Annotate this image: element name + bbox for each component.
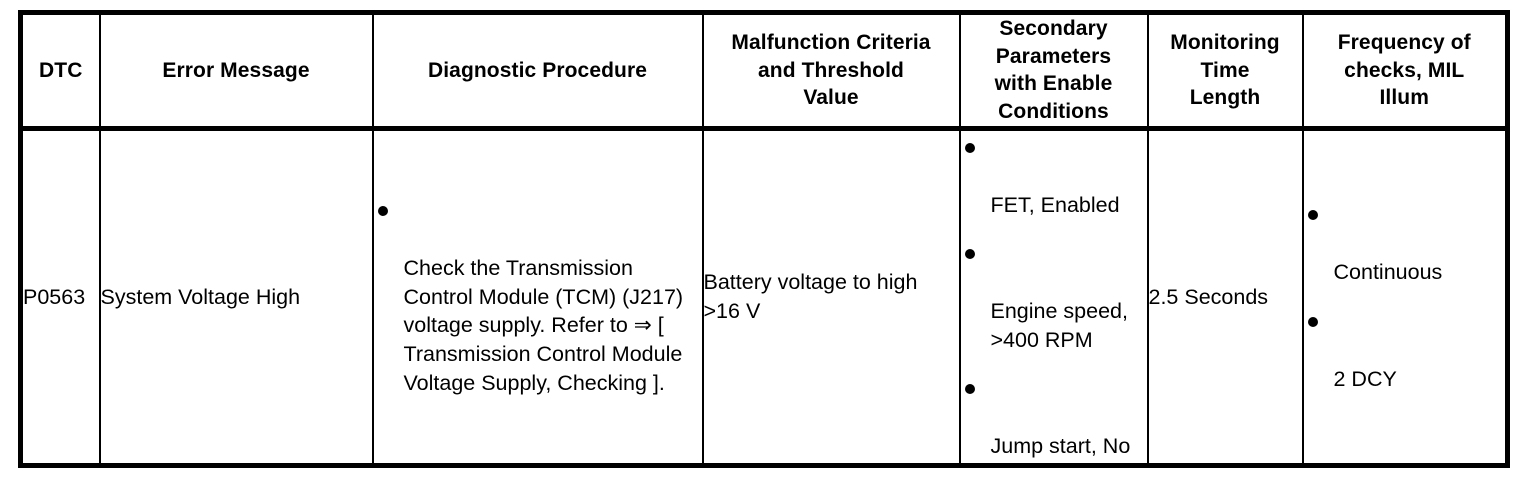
monitoring-time-length-text: 2.5 Seconds (1148, 284, 1269, 309)
bullet-icon (964, 384, 975, 395)
column-header-frequency-of-checks: Frequency of checks, MIL Illum (1301, 12, 1509, 131)
table-body: P0563 System Voltage High Check the Tran… (19, 128, 1509, 466)
secondary-parameter-text: Engine speed, >400 RPM (990, 298, 1128, 352)
column-header-secondary-parameters: Secondary Parameters with Enable Conditi… (958, 12, 1149, 131)
list-item: Continuous (1304, 201, 1506, 287)
cell-frequency-of-checks: Continuous 2 DCY (1301, 128, 1509, 466)
secondary-parameter-text: Jump start, No (990, 434, 1131, 459)
bullet-icon (964, 142, 975, 153)
header-row: DTC Error Message Diagnostic Procedure M… (19, 12, 1509, 131)
cell-dtc: P0563 (19, 128, 101, 466)
cell-malfunction-criteria: Battery voltage to high >16 V (701, 128, 961, 466)
bullet-icon (1307, 210, 1318, 221)
list-item: FET, Enabled (961, 133, 1147, 219)
list-item: Check the Transmission Control Module (T… (374, 196, 702, 398)
cell-diagnostic-procedure: Check the Transmission Control Module (T… (371, 128, 704, 466)
column-header-malfunction-criteria: Malfunction Criteria and Threshold Value (701, 12, 961, 131)
column-header-diagnostic-procedure: Diagnostic Procedure (371, 12, 704, 131)
list-item: Jump start, No (961, 375, 1147, 461)
malfunction-criteria-text: Battery voltage to high >16 V (703, 270, 918, 323)
secondary-parameter-text: FET, Enabled (990, 192, 1120, 217)
column-header-error-message: Error Message (98, 12, 374, 131)
column-header-dtc: DTC (19, 12, 101, 131)
list-item: Engine speed, >400 RPM (961, 239, 1147, 354)
frequency-text: Continuous (1333, 260, 1443, 285)
list-item: 2 DCY (1304, 307, 1506, 393)
dtc-code: P0563 (23, 284, 86, 309)
bullet-icon (1307, 316, 1318, 327)
frequency-text: 2 DCY (1333, 366, 1397, 391)
column-header-monitoring-time-length: Monitoring Time Length (1146, 12, 1304, 131)
diagnostic-procedure-text: Check the Transmission Control Module (T… (403, 255, 684, 395)
cell-error-message: System Voltage High (98, 128, 374, 466)
cell-monitoring-time-length: 2.5 Seconds (1146, 128, 1304, 466)
bullet-icon (377, 206, 388, 217)
error-message-text: System Voltage High (100, 284, 301, 309)
frequency-list: Continuous 2 DCY (1304, 201, 1506, 394)
table-row: P0563 System Voltage High Check the Tran… (19, 128, 1509, 466)
cell-secondary-parameters: FET, Enabled Engine speed, >400 RPM Jump… (958, 128, 1149, 466)
dtc-diagnostics-table: DTC Error Message Diagnostic Procedure M… (18, 10, 1510, 468)
table-header: DTC Error Message Diagnostic Procedure M… (19, 12, 1509, 131)
bullet-icon (964, 249, 975, 260)
diagnostic-procedure-list: Check the Transmission Control Module (T… (374, 196, 702, 398)
secondary-parameters-list: FET, Enabled Engine speed, >400 RPM Jump… (961, 133, 1147, 461)
